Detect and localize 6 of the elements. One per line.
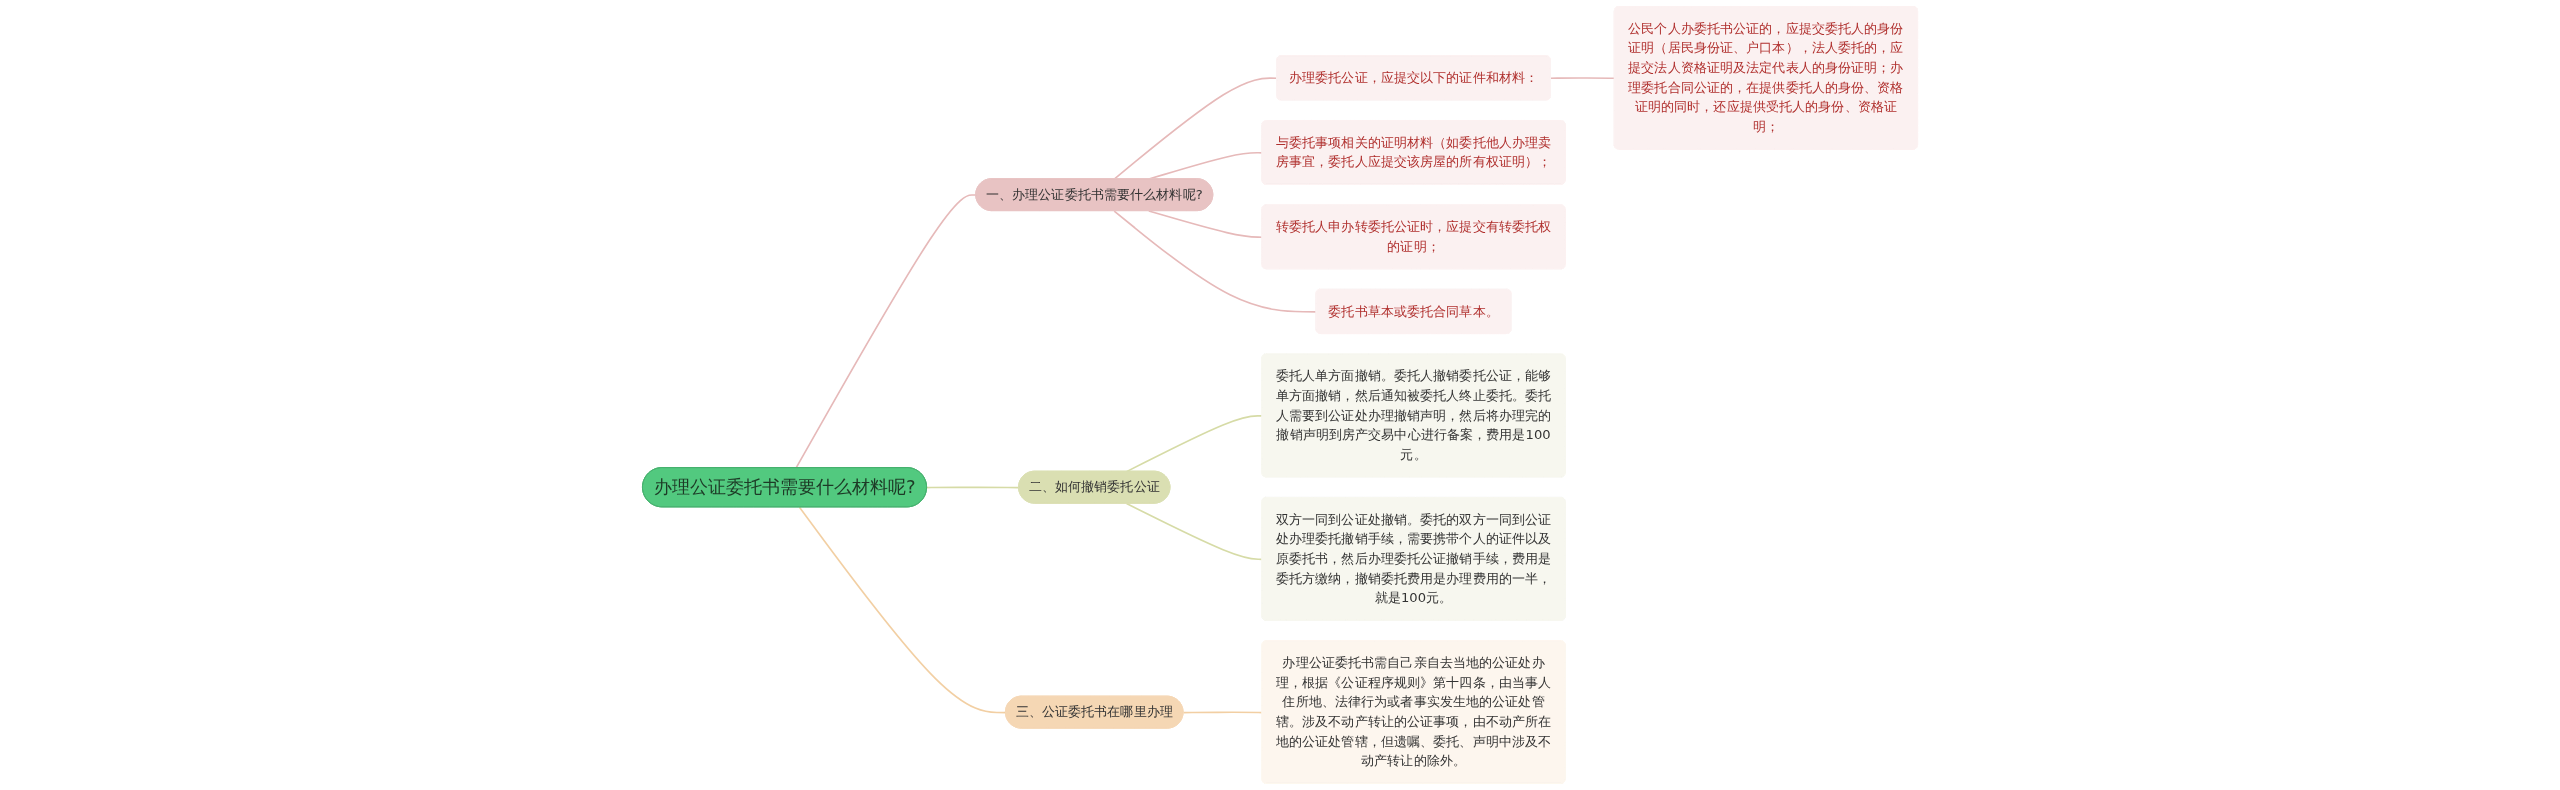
connector (1113, 77, 1278, 180)
connector (795, 194, 977, 469)
connector (798, 506, 1007, 714)
connector (926, 486, 1020, 489)
connector (1113, 210, 1318, 313)
connector (1550, 77, 1616, 80)
